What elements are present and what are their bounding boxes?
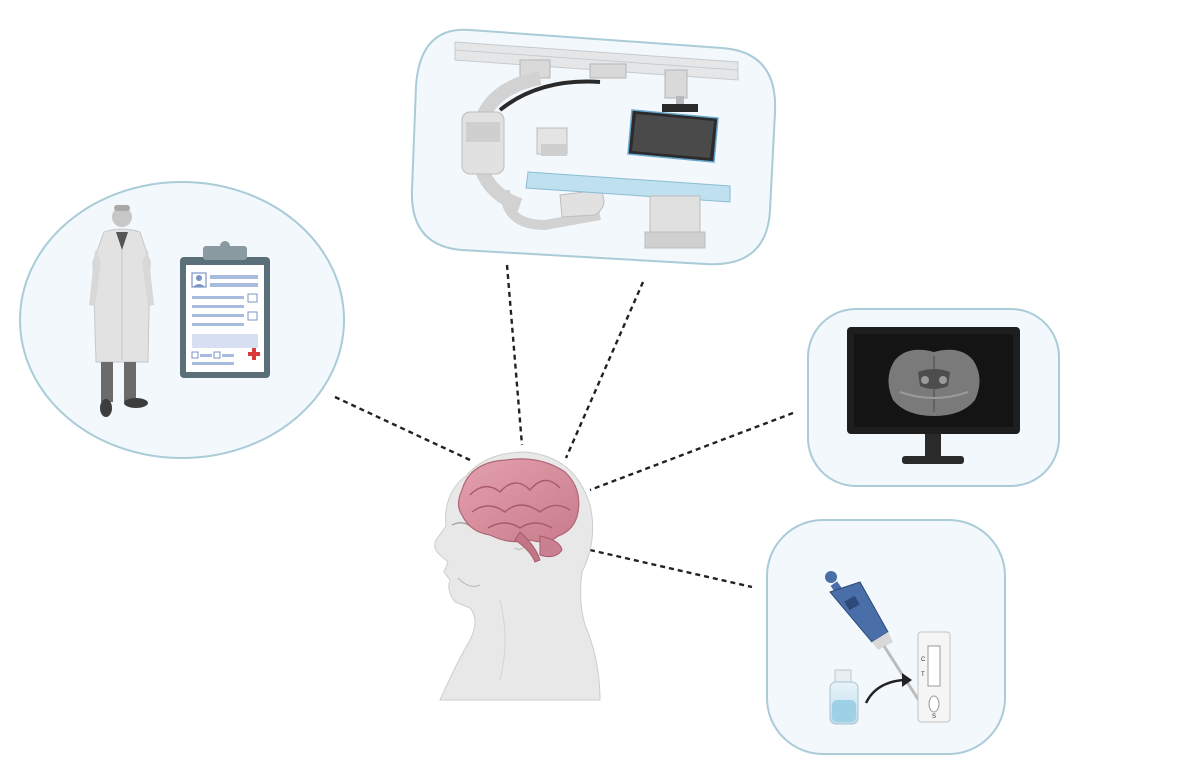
lab-bubble: C T S	[766, 519, 1006, 755]
connector-lab	[589, 548, 753, 589]
test-label: T	[921, 672, 925, 678]
transfer-arrow-icon	[864, 678, 905, 704]
angio-bubble	[410, 28, 777, 266]
sample-label: S	[932, 714, 936, 720]
connector-clinician	[334, 395, 471, 462]
human-head-brain-icon	[434, 451, 601, 701]
brain-mri-monitor-icon	[847, 327, 1020, 464]
control-label: C	[921, 657, 926, 663]
imaging-bubble	[807, 308, 1060, 487]
clipboard-icon	[180, 241, 270, 378]
clinician-bubble	[19, 181, 345, 459]
doctor-icon	[89, 205, 154, 417]
connector-imaging	[589, 411, 794, 492]
connector-angio-right	[564, 281, 645, 459]
sample-vial-icon	[829, 669, 859, 725]
connectors	[334, 264, 794, 589]
connector-angio-left	[505, 264, 524, 446]
lateral-flow-test-icon: C T S	[917, 631, 951, 723]
brain	[457, 458, 580, 543]
angiography-suite-icon	[454, 41, 739, 249]
